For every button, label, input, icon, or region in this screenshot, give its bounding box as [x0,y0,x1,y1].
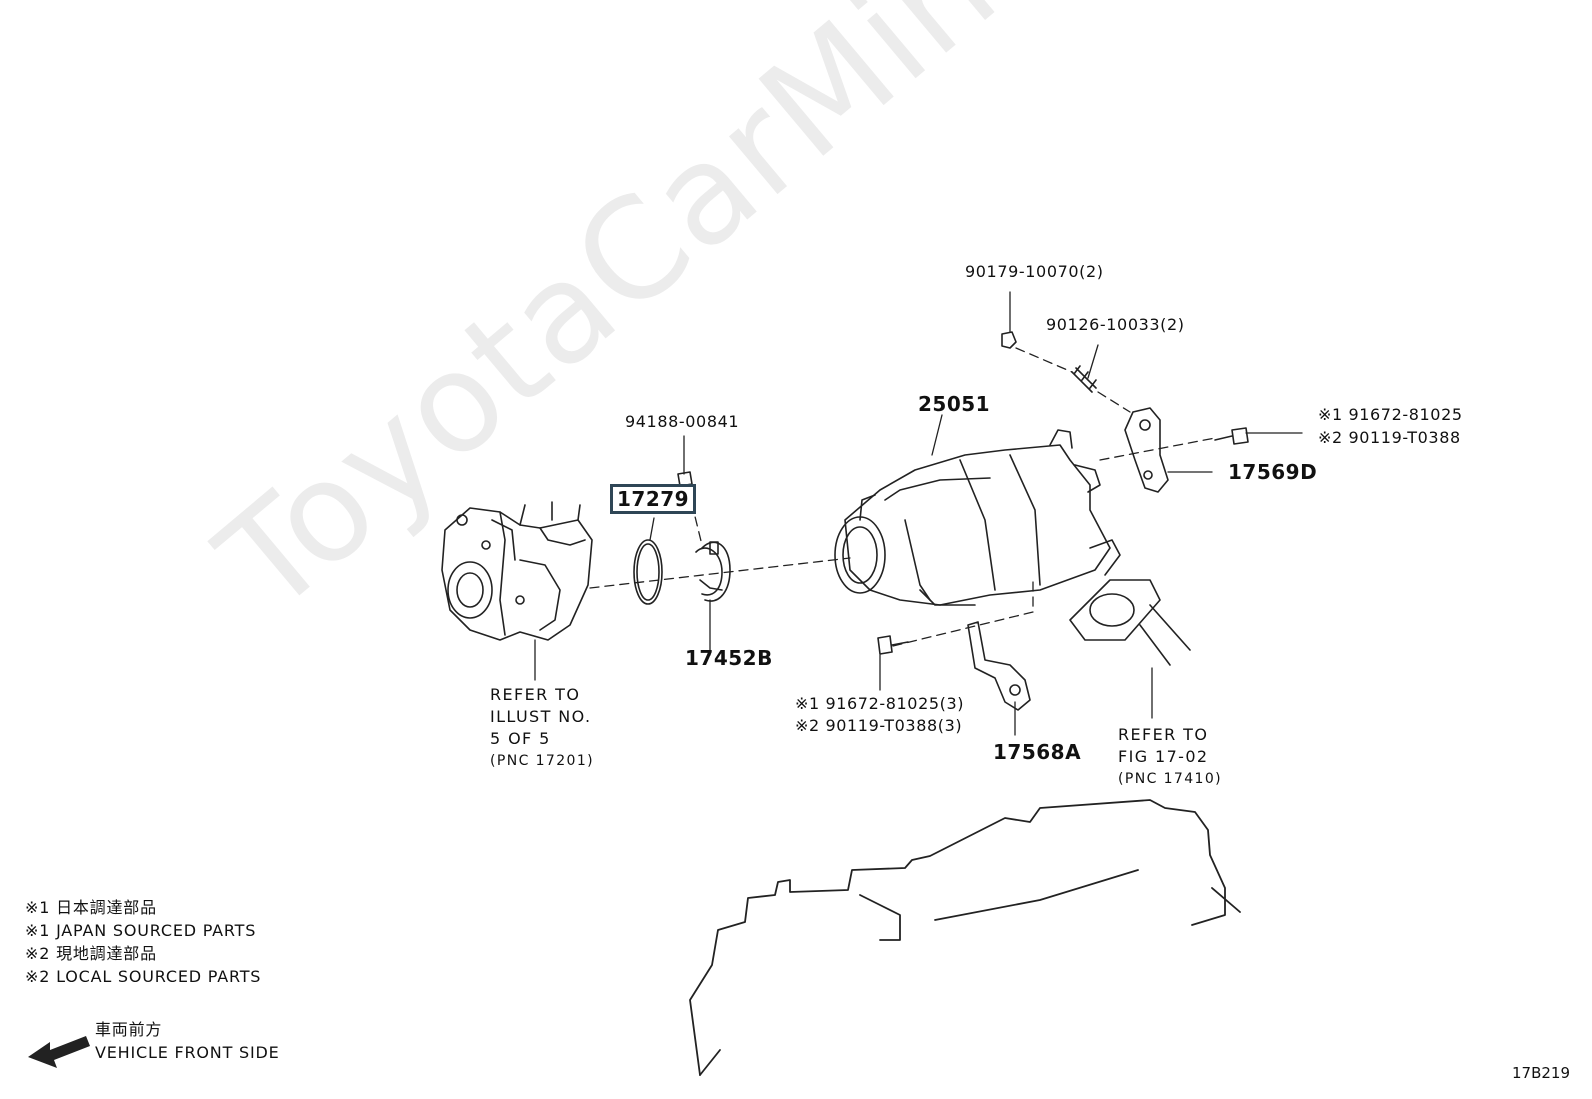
part-label-17569d[interactable]: 17569D [1228,460,1318,484]
refer-note-right: REFER TO FIG 17-02 (PNC 17410) [1118,724,1222,790]
part-label-17452b[interactable]: 17452B [685,646,773,670]
front-side-en: VEHICLE FRONT SIDE [95,1043,280,1062]
part-label-25051[interactable]: 25051 [918,392,991,416]
gasket-ring-drawing [633,539,663,605]
part-label-bolt-right-2[interactable]: ※2 90119-T0388 [1318,428,1461,447]
part-label-17568a[interactable]: 17568A [993,740,1082,764]
refer-right-line: (PNC 17410) [1118,771,1223,787]
nut-drawing [1001,331,1017,349]
dashed-alignment-lines [589,347,1216,647]
legend-line: ※1 日本調達部品 [25,898,157,917]
flange-gasket-drawing [1069,579,1191,666]
bracket-17568a-drawing [967,621,1031,711]
front-side-jp: 車両前方 [95,1020,163,1039]
engine-block-outline [689,799,1241,1076]
part-label-94188[interactable]: 94188-00841 [625,412,740,431]
part-label-90179[interactable]: 90179-10070(2) [965,262,1104,281]
refer-left-line: (PNC 17201) [490,753,595,769]
figure-code: 17B219 [1512,1064,1571,1082]
bolt-right-drawing [1214,427,1249,445]
clamp-drawing [695,541,731,602]
arrow-left-icon [28,1036,90,1068]
bracket-17569d-drawing [1124,407,1169,493]
leader-lines [534,291,1303,736]
refer-left-line: 5 OF 5 [490,729,551,748]
refer-note-left: REFER TO ILLUST NO. 5 OF 5 (PNC 17201) [490,684,594,772]
refer-left-line: ILLUST NO. [490,707,592,726]
part-label-bolt-bottom-1[interactable]: ※1 91672-81025(3) [795,694,965,713]
catalytic-converter-drawing [834,429,1121,606]
legend: ※1 日本調達部品 ※1 JAPAN SOURCED PARTS ※2 現地調達… [25,896,261,988]
part-label-bolt-bottom-2[interactable]: ※2 90119-T0388(3) [795,716,963,735]
bolt-bottom-drawing [877,635,909,655]
part-label-90126[interactable]: 90126-10033(2) [1046,315,1185,334]
stud-drawing [1071,365,1097,393]
refer-right-line: REFER TO [1118,725,1209,744]
refer-left-line: REFER TO [490,685,581,704]
part-label-17279-highlighted[interactable]: 17279 [610,484,697,514]
part-label-bolt-right-1[interactable]: ※1 91672-81025 [1318,405,1463,424]
legend-line: ※2 LOCAL SOURCED PARTS [25,967,262,986]
turbocharger-drawing [441,501,593,641]
legend-line: ※1 JAPAN SOURCED PARTS [25,921,257,940]
legend-line: ※2 現地調達部品 [25,944,157,963]
refer-right-line: FIG 17-02 [1118,747,1209,766]
